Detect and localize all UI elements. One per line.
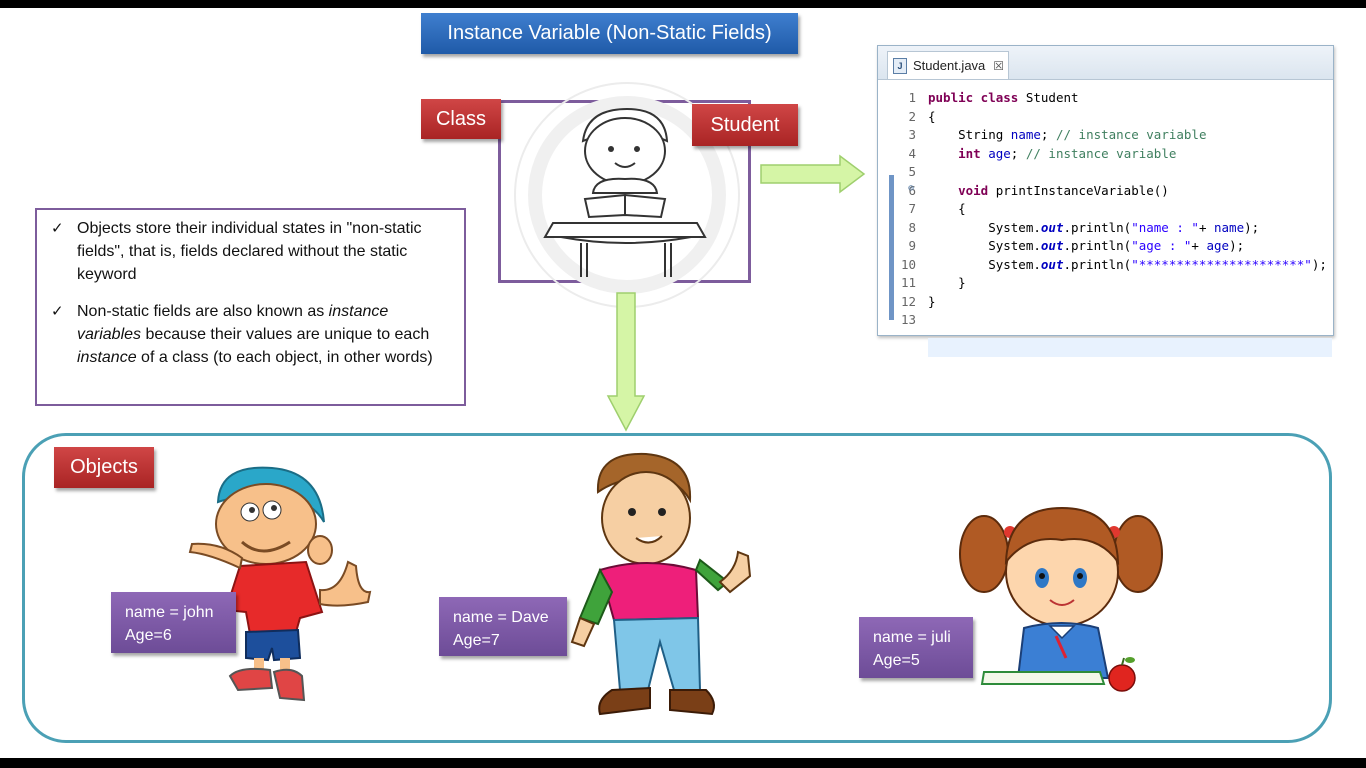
code-line: 10 System.out.println("*****************… <box>878 257 1327 276</box>
line-number: 4 <box>878 146 928 165</box>
code-text: void printInstanceVariable() <box>928 183 1169 202</box>
code-text: System.out.println("name : "+ name); <box>928 220 1259 239</box>
bullet-text: Objects store their individual states in… <box>77 217 450 286</box>
code-line: 5 <box>878 164 928 183</box>
object-age: Age=7 <box>453 629 553 652</box>
current-line-highlight <box>928 338 1332 357</box>
code-line: 13 <box>878 312 928 331</box>
bullet-text: Non-static fields are also known as inst… <box>77 300 450 369</box>
john-cartoon <box>180 462 380 702</box>
object-name: name = john <box>125 601 222 624</box>
line-number: 1 <box>878 90 928 109</box>
object-card-juli: name = juli Age=5 <box>859 617 973 678</box>
code-line: 8 System.out.println("name : "+ name); <box>878 220 1259 239</box>
line-number: 9 <box>878 238 928 257</box>
code-line: 4 int age; // instance variable <box>878 146 1176 165</box>
line-number: 13 <box>878 312 928 331</box>
student-label: Student <box>692 104 798 146</box>
line-number: 11 <box>878 275 928 294</box>
bottom-black-bar <box>0 758 1366 768</box>
code-text: } <box>928 275 966 294</box>
line-number: 7 <box>878 201 928 220</box>
line-number: 6 <box>878 183 928 202</box>
line-number: 5 <box>878 164 928 183</box>
line-number: 8 <box>878 220 928 239</box>
code-text: String name; // instance variable <box>928 127 1206 146</box>
bullet-item: ✓ Non-static fields are also known as in… <box>51 300 450 369</box>
top-black-bar <box>0 0 1366 8</box>
line-number: 2 <box>878 109 928 128</box>
right-arrow <box>760 155 870 195</box>
juli-cartoon <box>958 488 1178 698</box>
code-line: 9 System.out.println("age : "+ age); <box>878 238 1244 257</box>
fold-icon[interactable]: ⊖ <box>908 183 914 194</box>
code-text: public class Student <box>928 90 1079 109</box>
objects-label: Objects <box>54 447 154 488</box>
object-name: name = juli <box>873 626 959 649</box>
dave-cartoon <box>566 452 766 722</box>
code-line: 7 { <box>878 201 966 220</box>
code-line: 12} <box>878 294 936 313</box>
code-text: { <box>928 201 966 220</box>
object-card-dave: name = Dave Age=7 <box>439 597 567 656</box>
code-text: System.out.println("********************… <box>928 257 1327 276</box>
tab-label: Student.java <box>913 58 985 73</box>
check-icon: ✓ <box>51 300 77 369</box>
object-age: Age=5 <box>873 649 959 672</box>
code-line: 2{ <box>878 109 936 128</box>
bullet-item: ✓ Objects store their individual states … <box>51 217 450 286</box>
object-age: Age=6 <box>125 624 222 647</box>
code-text: System.out.println("age : "+ age); <box>928 238 1244 257</box>
line-number: 10 <box>878 257 928 276</box>
java-file-icon: J <box>893 58 907 74</box>
object-card-john: name = john Age=6 <box>111 592 236 653</box>
close-tab-icon[interactable]: ☒ <box>993 59 1004 73</box>
code-line: 11 } <box>878 275 966 294</box>
line-number: 3 <box>878 127 928 146</box>
object-name: name = Dave <box>453 606 553 629</box>
slide-title: Instance Variable (Non-Static Fields) <box>421 13 798 54</box>
line-number: 12 <box>878 294 928 313</box>
code-text: } <box>928 294 936 313</box>
editor-tab-bar: J Student.java ☒ <box>878 46 1333 80</box>
code-line: 6 void printInstanceVariable() ⊖ <box>878 183 1169 202</box>
code-text: int age; // instance variable <box>928 146 1176 165</box>
class-label: Class <box>421 99 501 139</box>
tab-student-java[interactable]: J Student.java ☒ <box>887 51 1009 79</box>
down-arrow <box>606 292 646 432</box>
code-text: { <box>928 109 936 128</box>
description-box: ✓ Objects store their individual states … <box>35 208 466 406</box>
code-line: 3 String name; // instance variable <box>878 127 1206 146</box>
check-icon: ✓ <box>51 217 77 286</box>
